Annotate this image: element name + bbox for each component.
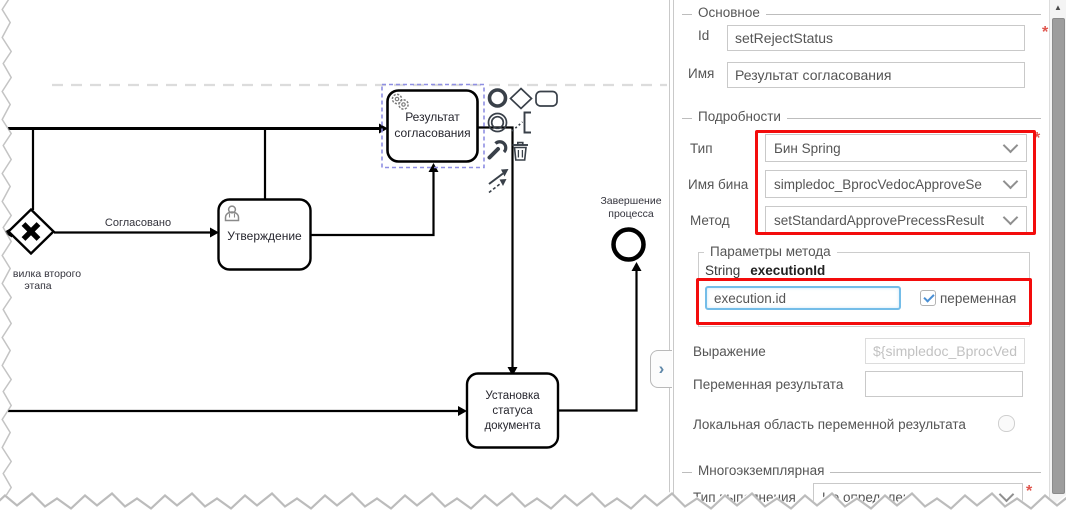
id-required-asterisk: * [1042, 24, 1049, 41]
scrollbar-thumb[interactable] [1052, 18, 1065, 494]
wrench-icon[interactable] [487, 140, 508, 160]
flow-status-to-end[interactable] [558, 262, 642, 412]
flow-approved-label: Согласовано [105, 217, 171, 229]
method-label: Метод [690, 213, 730, 228]
task-rect-icon[interactable] [535, 90, 558, 107]
type-required-asterisk: * [1034, 130, 1041, 147]
x-gateway-icon [21, 222, 41, 241]
sequence-flow-arrow-icon[interactable] [488, 169, 509, 194]
param-name: executionId [750, 263, 826, 278]
task-set-status-line2: статуса [492, 405, 533, 417]
flow-approve-to-result[interactable] [310, 163, 439, 237]
end-event-label-line2: процесса [608, 208, 654, 220]
panel-splitter[interactable] [669, 0, 674, 512]
task-approve-label: Утверждение [227, 229, 302, 243]
expression-label: Выражение [693, 344, 766, 359]
gateway-label-line2: этапа [24, 280, 51, 292]
type-select[interactable]: Бин Spring [765, 134, 1027, 162]
task-set-status[interactable]: Установка статуса документа [465, 372, 560, 449]
id-label: Id [698, 28, 710, 43]
flow-into-result-task[interactable] [8, 123, 388, 134]
end-event[interactable] [611, 227, 646, 262]
exec-type-required-asterisk: * [1026, 483, 1033, 500]
gateway-diamond-icon[interactable] [509, 87, 533, 110]
bean-select-value: simpledoc_BprocVedocApproveSe [774, 176, 982, 192]
result-variable-input[interactable] [865, 371, 1023, 397]
flow-approved[interactable] [54, 227, 219, 238]
flow-into-status[interactable] [8, 406, 467, 416]
flow-result-to-status[interactable] [477, 126, 518, 377]
bean-select[interactable]: simpledoc_BprocVedocApproveSe [765, 170, 1027, 198]
text-annotation-icon[interactable] [511, 111, 531, 134]
result-variable-label: Переменная результата [693, 377, 844, 392]
expression-input[interactable] [865, 338, 1025, 364]
type-select-value: Бин Spring [774, 140, 841, 156]
method-select[interactable]: setStandardApprovePrecessResult [765, 206, 1027, 234]
task-result[interactable]: Результат согласования [386, 89, 479, 163]
param-type: String [705, 263, 741, 278]
param-value-input[interactable] [705, 286, 901, 310]
exec-type-select-value: Не определен [822, 489, 911, 505]
section-details-legend: Подробности [692, 109, 787, 124]
properties-panel: Основное Id * Имя Подробности Тип Бин Sp… [674, 0, 1049, 522]
exec-type-label: Тип выполнения [693, 490, 796, 505]
bean-label: Имя бина [688, 177, 749, 192]
user-task-icon [224, 205, 240, 222]
method-select-value: setStandardApprovePrecessResult [774, 212, 985, 228]
annotation-box-param [696, 278, 1032, 325]
panel-scrollbar[interactable]: ▲ [1049, 0, 1066, 512]
param-signature: String executionId [705, 263, 825, 278]
task-approve[interactable]: Утверждение [217, 198, 312, 271]
section-multi-legend: Многоэкземплярная [692, 463, 831, 478]
exec-type-select[interactable]: Не определен [813, 483, 1023, 511]
name-input[interactable] [727, 62, 1025, 88]
selection-outline [381, 83, 485, 169]
bpmn-canvas[interactable]: Согласовано вилка второго этапа Утвержде… [0, 0, 676, 522]
section-basic-legend: Основное [692, 5, 766, 20]
task-set-status-line1: Установка [485, 390, 540, 402]
variable-checkbox[interactable] [920, 290, 936, 306]
section-multi-rule [682, 472, 1041, 473]
panel-collapse-button[interactable]: › [650, 350, 672, 388]
annotation-box-details [755, 130, 1036, 235]
chevron-down-icon [998, 486, 1015, 502]
gateway-label-line1: вилка второго [13, 268, 81, 280]
context-pad [487, 87, 558, 194]
service-task-gears-icon [391, 93, 409, 110]
local-scope-checkbox[interactable] [998, 415, 1015, 432]
task-set-status-line3: документа [484, 420, 541, 432]
name-label: Имя [688, 66, 715, 81]
section-details-rule [682, 118, 1041, 119]
id-input[interactable] [727, 25, 1025, 51]
intermediate-event-icon[interactable] [487, 112, 508, 133]
trash-icon[interactable] [512, 141, 529, 161]
section-basic-rule [682, 14, 1041, 15]
scroll-up-arrow-icon[interactable]: ▲ [1054, 3, 1062, 12]
end-event-circle-icon[interactable] [487, 88, 508, 108]
method-params-legend: Параметры метода [704, 244, 837, 259]
task-result-label-line1: Результат [405, 110, 460, 124]
type-label: Тип [690, 141, 713, 156]
chevron-right-icon: › [658, 358, 665, 378]
variable-checkbox-label: переменная [940, 291, 1017, 306]
task-result-label-line2: согласования [394, 126, 470, 140]
end-event-label-line1: Завершение [600, 195, 661, 207]
local-scope-label: Локальная область переменной результата [693, 417, 966, 432]
gateway-exclusive[interactable] [6, 207, 56, 256]
